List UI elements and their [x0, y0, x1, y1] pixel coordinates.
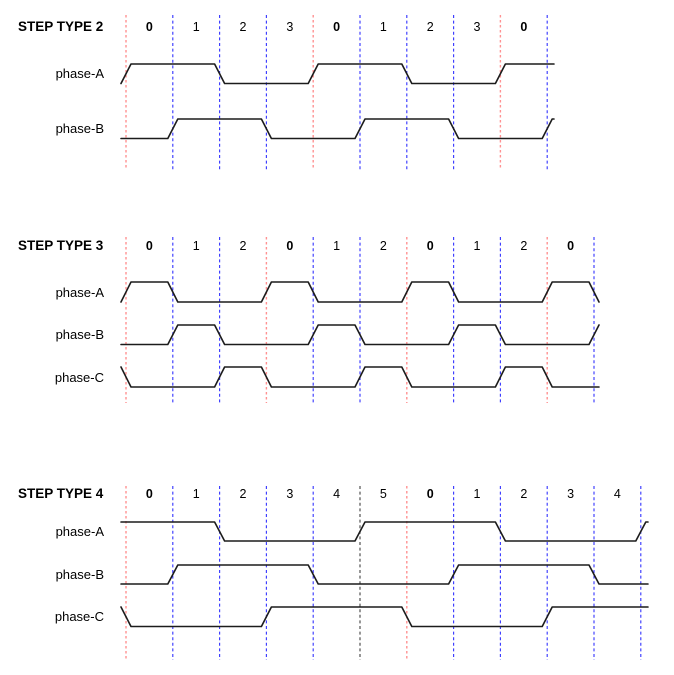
- step-number-label: 0: [520, 20, 528, 34]
- diagram-title: STEP TYPE 4: [18, 486, 104, 501]
- step-number-label: 5: [379, 487, 387, 501]
- step-number-label: 2: [379, 239, 387, 253]
- phase-waveform: [120, 564, 649, 585]
- step-number-label: 0: [145, 239, 153, 253]
- phase-label: phase-B: [55, 327, 104, 343]
- step-number-label: 3: [473, 20, 481, 34]
- phase-label: phase-A: [55, 284, 104, 300]
- phase-label: phase-C: [54, 609, 104, 625]
- phase-label: phase-A: [55, 66, 104, 82]
- step-number-label: 2: [239, 487, 247, 501]
- step-number-label: 0: [145, 20, 153, 34]
- step-number-label: 3: [286, 20, 294, 34]
- step-number-label: 3: [567, 487, 575, 501]
- phase-label: phase-B: [55, 567, 104, 582]
- step-number-label: 1: [473, 239, 481, 253]
- phase-waveform: [120, 606, 649, 628]
- phase-waveform: [120, 281, 600, 303]
- step-number-label: 2: [520, 239, 528, 253]
- diagram-title: STEP TYPE 3: [18, 238, 104, 253]
- phase-waveform: [120, 366, 600, 388]
- step-number-label: 1: [192, 20, 200, 34]
- step-number-label: 0: [426, 239, 434, 253]
- step-number-label: 4: [613, 487, 621, 501]
- step-number-label: 2: [239, 239, 247, 253]
- step-number-label: 0: [145, 487, 153, 501]
- step-number-label: 1: [333, 239, 341, 253]
- diagram-title: STEP TYPE 2: [18, 19, 104, 34]
- step-number-label: 0: [286, 239, 294, 253]
- step-number-label: 0: [333, 20, 341, 34]
- phase-label: phase-C: [54, 369, 104, 385]
- phase-waveform: [120, 521, 649, 542]
- phase-label: phase-B: [55, 121, 104, 137]
- step-number-label: 1: [192, 239, 200, 253]
- phase-waveform: [120, 324, 600, 346]
- step-number-label: 4: [333, 487, 341, 501]
- step-number-label: 1: [379, 20, 387, 34]
- step-number-label: 3: [286, 487, 294, 501]
- step-number-label: 2: [426, 20, 434, 34]
- step-number-label: 2: [239, 20, 247, 34]
- phase-waveform: [120, 118, 555, 140]
- phase-label: phase-A: [55, 524, 104, 539]
- step-number-label: 1: [473, 487, 481, 501]
- step-number-label: 2: [520, 487, 528, 501]
- step-number-label: 0: [426, 487, 434, 501]
- step-number-label: 1: [192, 487, 200, 501]
- step-number-label: 0: [567, 239, 575, 253]
- phase-waveform: [120, 63, 555, 85]
